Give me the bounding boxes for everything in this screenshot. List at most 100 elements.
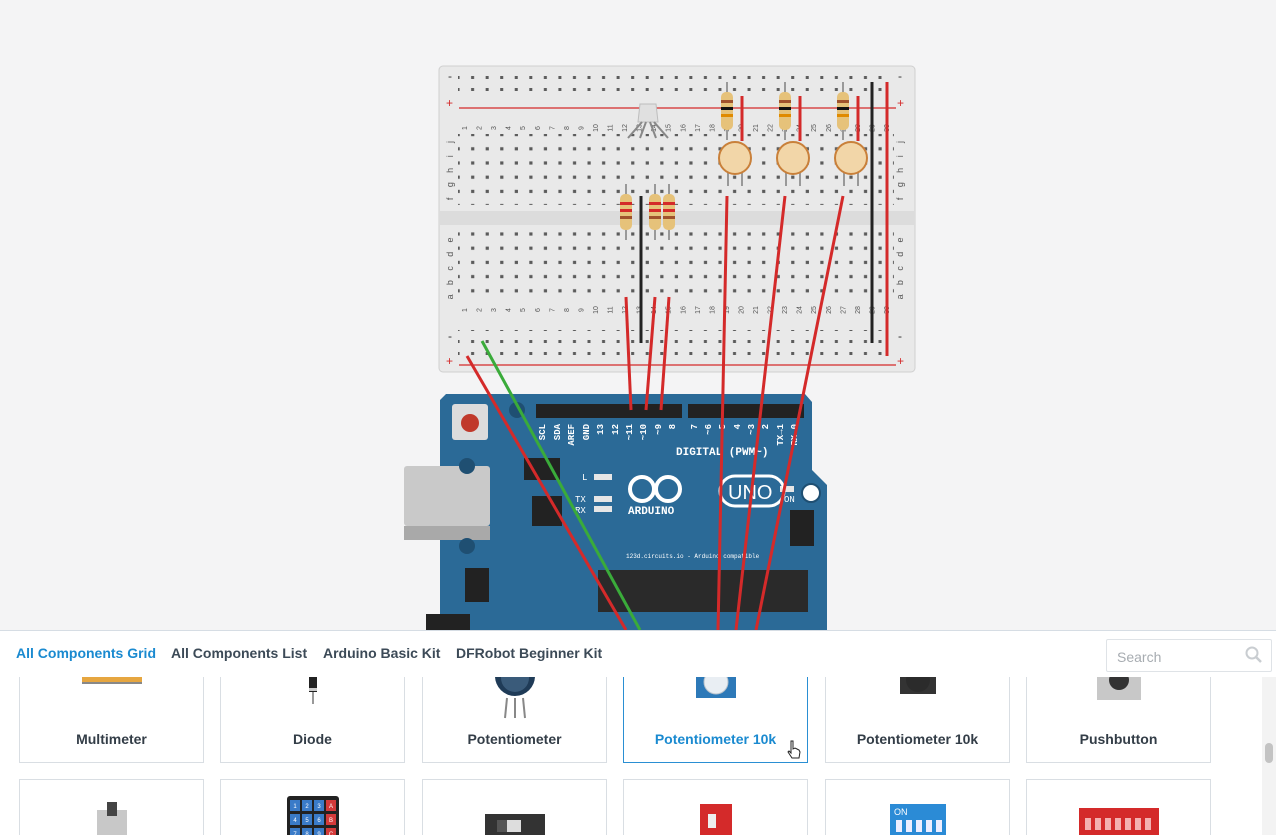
slide-switch-icon (484, 814, 545, 835)
keypad-key (325, 800, 336, 811)
column-number: 2 (477, 308, 484, 312)
column-number: 8 (564, 308, 571, 312)
tab-all-components-list[interactable]: All Components List (171, 645, 308, 661)
keypad-key (301, 814, 312, 825)
rail-plus-label: + (446, 354, 453, 368)
rotary-pot-icon (899, 677, 936, 694)
pin-label: SDA (553, 423, 563, 440)
column-number: 13 (637, 124, 644, 132)
component-grid: Multimeter Diode Potentiometer Potentiom… (0, 677, 1276, 835)
rail-minus-label: - (898, 329, 902, 343)
wire-red (624, 296, 633, 411)
on-led-label: ON (784, 495, 795, 505)
resistor[interactable] (649, 184, 661, 240)
pin-label: GND (582, 423, 592, 440)
pin-label: AREF (567, 424, 577, 446)
component-card-slide-switch[interactable] (422, 779, 607, 835)
component-card-red-dip-switch-8[interactable] (1026, 779, 1211, 835)
keypad-key-label: A (328, 804, 332, 810)
keypad-key (289, 814, 300, 825)
column-number: 20 (738, 306, 745, 314)
keypad-key-label: 5 (305, 818, 309, 824)
photoresistor[interactable] (776, 141, 810, 186)
row-letter: b (445, 280, 455, 285)
row-letter: d (445, 252, 455, 257)
column-number: 10 (593, 124, 600, 132)
pin-label: TX→1 (776, 423, 786, 445)
multimeter-icon (81, 677, 142, 684)
component-label: Potentiometer (467, 731, 562, 747)
tx-led-label: TX (575, 495, 586, 505)
column-number: 25 (811, 124, 818, 132)
tab-dfrobot-beginner-kit[interactable]: DFRobot Beginner Kit (456, 645, 603, 661)
row-letter: c (445, 266, 455, 271)
keypad-key-label: 2 (305, 804, 309, 810)
photoresistor[interactable] (718, 141, 752, 186)
resistor[interactable] (620, 184, 632, 240)
column-number: 4 (506, 308, 513, 312)
column-number: 22 (768, 124, 775, 132)
keypad-key-label: 1 (293, 804, 297, 810)
pin-label: 13 (596, 424, 606, 435)
diode-icon (308, 677, 317, 704)
column-number: 3 (491, 126, 498, 130)
pin-label: 8 (668, 424, 678, 429)
search-input[interactable] (1115, 646, 1239, 668)
pushbutton-icon (1096, 677, 1141, 700)
arduino-uno-board[interactable] (404, 394, 827, 630)
column-number: 8 (564, 126, 571, 130)
rail-plus-label: + (446, 96, 453, 110)
pin-label: 12 (611, 424, 621, 435)
column-number: 12 (622, 124, 629, 132)
rx-led-label: RX (575, 506, 586, 516)
component-card-diode[interactable]: Diode (220, 677, 405, 763)
keypad-key (289, 828, 300, 835)
rgb-led[interactable] (627, 103, 669, 139)
resistor[interactable] (837, 82, 849, 140)
rail-plus-label: + (897, 354, 904, 368)
column-number: 18 (709, 124, 716, 132)
column-number: 21 (753, 124, 760, 132)
component-card-pushbutton[interactable]: Pushbutton (1026, 677, 1211, 763)
component-card-blue-dip-switch[interactable]: ON (825, 779, 1010, 835)
dip-on-label: ON (894, 807, 908, 817)
red-dip-switch-icon (699, 804, 732, 835)
column-number: 27 (840, 306, 847, 314)
search-box[interactable] (1106, 639, 1272, 672)
search-icon[interactable] (1245, 646, 1263, 669)
resistor[interactable] (721, 82, 733, 140)
wire-red (644, 296, 657, 411)
wires[interactable] (465, 82, 889, 631)
keypad-key (325, 828, 336, 835)
keypad-key-label: B (328, 818, 332, 824)
row-letter: h (895, 168, 905, 173)
row-letter: f (895, 197, 905, 200)
resistor[interactable] (663, 184, 675, 240)
red-dip-switch-8-icon (1078, 808, 1159, 835)
scrollbar[interactable] (1262, 677, 1276, 835)
row-letter: b (895, 280, 905, 285)
column-number: 16 (680, 124, 687, 132)
column-number: 24 (797, 306, 804, 314)
pin-label: 4 (733, 423, 743, 429)
tab-all-components-grid[interactable]: All Components Grid (16, 645, 156, 661)
component-card-red-dip-switch[interactable] (623, 779, 808, 835)
component-card-potentiometer[interactable]: Potentiometer (422, 677, 607, 763)
component-card-potentiometer-10k-trimmer[interactable]: Potentiometer 10k (623, 677, 808, 763)
component-card-tactile-switch[interactable] (19, 779, 204, 835)
keypad-key (313, 814, 324, 825)
potentiometer-icon (494, 677, 535, 719)
scrollbar-thumb[interactable] (1265, 743, 1273, 763)
photoresistor[interactable] (834, 141, 868, 186)
component-card-multimeter[interactable]: Multimeter (19, 677, 204, 763)
component-card-potentiometer-10k-rotary[interactable]: Potentiometer 10k (825, 677, 1010, 763)
row-letter: i (895, 155, 905, 157)
rail-minus-label: - (448, 329, 452, 343)
tab-arduino-basic-kit[interactable]: Arduino Basic Kit (323, 645, 441, 661)
resistor[interactable] (779, 82, 791, 140)
wire-green (480, 340, 642, 631)
